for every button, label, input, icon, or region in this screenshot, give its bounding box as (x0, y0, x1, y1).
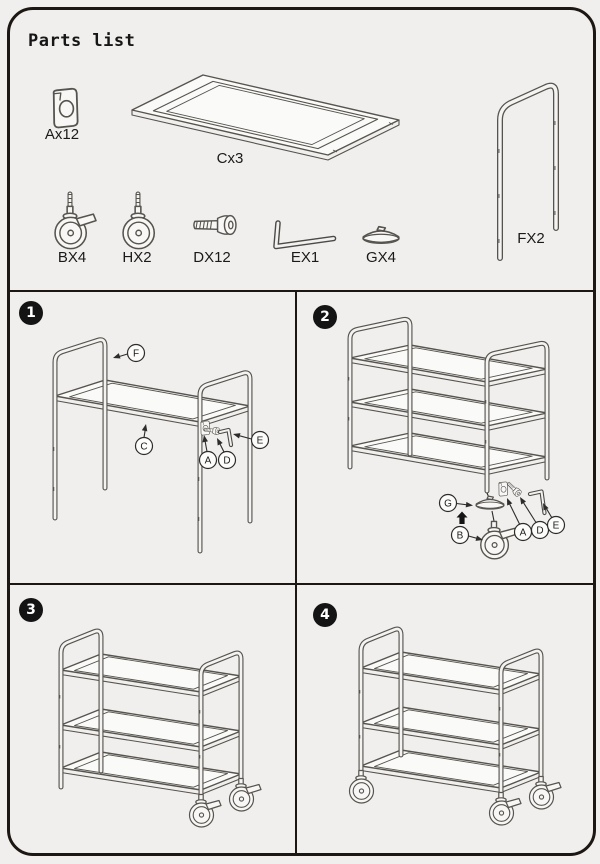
step1-shelf (54, 379, 251, 428)
part-label-hx2: HX2 (122, 249, 152, 266)
step4-back-caster (530, 777, 562, 810)
svg-text:E: E (257, 436, 264, 447)
svg-text:D: D (223, 456, 230, 467)
step3-leg-holes (59, 695, 201, 759)
step-2-panel: G B A D (297, 292, 591, 583)
bolt-drawing (193, 214, 237, 236)
clip-drawing (52, 87, 79, 129)
callout-e2: E (543, 503, 566, 535)
svg-text:G: G (444, 499, 452, 510)
dome-cap-drawing (362, 225, 400, 245)
part-label-cx3: Cx3 (216, 150, 244, 167)
step-4-number-badge: 4 (313, 603, 337, 627)
step3-front-caster (190, 795, 222, 828)
part-label-dx12: DX12 (193, 249, 231, 266)
step1-leg-holes (53, 447, 200, 521)
step1-left-frame (55, 340, 105, 518)
svg-text:A: A (205, 456, 212, 467)
svg-text:B: B (457, 531, 464, 542)
callout-d2: D (520, 497, 550, 540)
step4-shelf-bottom (360, 749, 542, 794)
part-label-bx4: BX4 (57, 249, 87, 266)
divider-middle (8, 583, 594, 585)
step-4-panel: 4 (297, 585, 591, 853)
step-1-number-badge: 1 (19, 301, 43, 325)
svg-text:A: A (520, 528, 527, 539)
step2-shelf-top (349, 344, 548, 388)
callout-d: D (217, 438, 237, 470)
parts-list-section: Parts list Ax12 Cx3 BX4 HX2 DX12 EX1 GX4… (9, 9, 591, 290)
parts-list-diagram (52, 74, 559, 261)
step3-shelf-bottom (60, 751, 242, 796)
part-label-fx2: FX2 (517, 230, 545, 247)
part-label-gx4: GX4 (365, 249, 397, 266)
callout-e: E (233, 430, 270, 450)
step4-left-frame (361, 629, 401, 771)
step3-back-caster (230, 779, 262, 812)
part-label-ex1: EX1 (290, 249, 320, 266)
callout-a: A (198, 435, 218, 470)
step-2-number-badge: 2 (313, 305, 337, 329)
callout-c: C (134, 424, 154, 456)
step2-shelf-middle (349, 388, 548, 432)
hex-key-drawing (273, 220, 337, 250)
up-arrow-icon (456, 511, 468, 524)
step2-shelf-bottom (349, 432, 548, 476)
step-3-panel: 3 (9, 585, 295, 853)
step2-caster-detail (456, 479, 547, 559)
shelf-panel-drawing (131, 74, 400, 161)
step-1-panel: F C A D (9, 292, 295, 583)
divider-top (8, 290, 594, 292)
step4-front-caster (490, 793, 522, 826)
callout-b: B (450, 525, 483, 545)
step-3-diagram (9, 585, 295, 853)
step-2-diagram: G B A D (297, 292, 566, 583)
step-4-diagram (348, 585, 591, 853)
step4-leg-holes (359, 690, 501, 757)
step-3-number-badge: 3 (19, 598, 43, 622)
svg-text:F: F (133, 349, 139, 360)
step3-shelf-middle (60, 708, 242, 753)
callout-g: G (438, 493, 473, 513)
callout-f: F (113, 343, 146, 363)
step2-leg-holes (348, 377, 487, 444)
step4-shelf-middle (360, 706, 542, 751)
parts-list-title: Parts list (28, 31, 136, 51)
divider-vertical (295, 290, 297, 853)
step1-fastener-detail (200, 420, 234, 448)
caster-brake-drawing (55, 191, 96, 249)
side-frame-drawing (497, 82, 559, 261)
caster-drawing (122, 191, 156, 250)
step4-left-caster (348, 769, 375, 804)
svg-text:E: E (553, 521, 560, 532)
part-label-ax12: Ax12 (44, 126, 80, 143)
svg-text:C: C (140, 442, 147, 453)
step-1-diagram: F C A D (9, 292, 270, 583)
svg-text:D: D (536, 526, 543, 537)
